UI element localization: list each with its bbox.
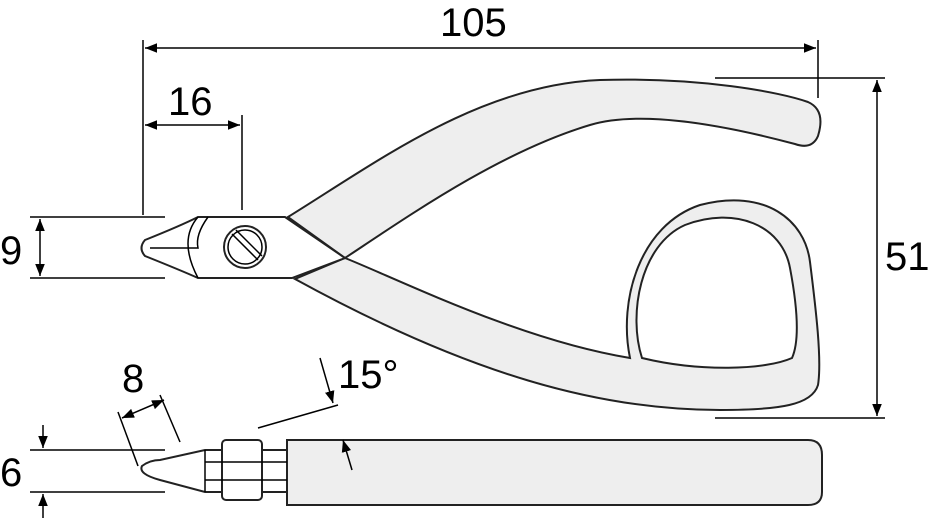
dim-15-arrow-bottom bbox=[341, 439, 353, 471]
screw-slot bbox=[231, 229, 263, 261]
dim-15-arrow-top bbox=[319, 357, 335, 404]
jaw-edge-inner bbox=[190, 216, 209, 249]
dimension-lines bbox=[30, 40, 885, 518]
dim-label-6: 6 bbox=[0, 451, 22, 495]
dim-label-9: 9 bbox=[0, 229, 22, 273]
upper-handle bbox=[286, 78, 822, 260]
dim-label-105: 105 bbox=[440, 1, 507, 45]
jaw-edge bbox=[187, 216, 199, 279]
side-handle bbox=[286, 439, 823, 506]
side-pivot-block bbox=[221, 439, 263, 501]
side-jaw bbox=[140, 449, 288, 493]
pliers-top-view bbox=[140, 78, 822, 412]
dim-label-51: 51 bbox=[885, 235, 930, 279]
dim-label-15-deg: 15° bbox=[338, 353, 399, 397]
dim-label-8: 8 bbox=[122, 357, 144, 401]
pliers-side-view bbox=[140, 439, 823, 506]
dim-8-line bbox=[121, 399, 165, 419]
finger-loop-hole bbox=[635, 216, 798, 369]
pivot-screw-inner bbox=[227, 229, 263, 265]
dim-label-16: 16 bbox=[168, 80, 213, 124]
